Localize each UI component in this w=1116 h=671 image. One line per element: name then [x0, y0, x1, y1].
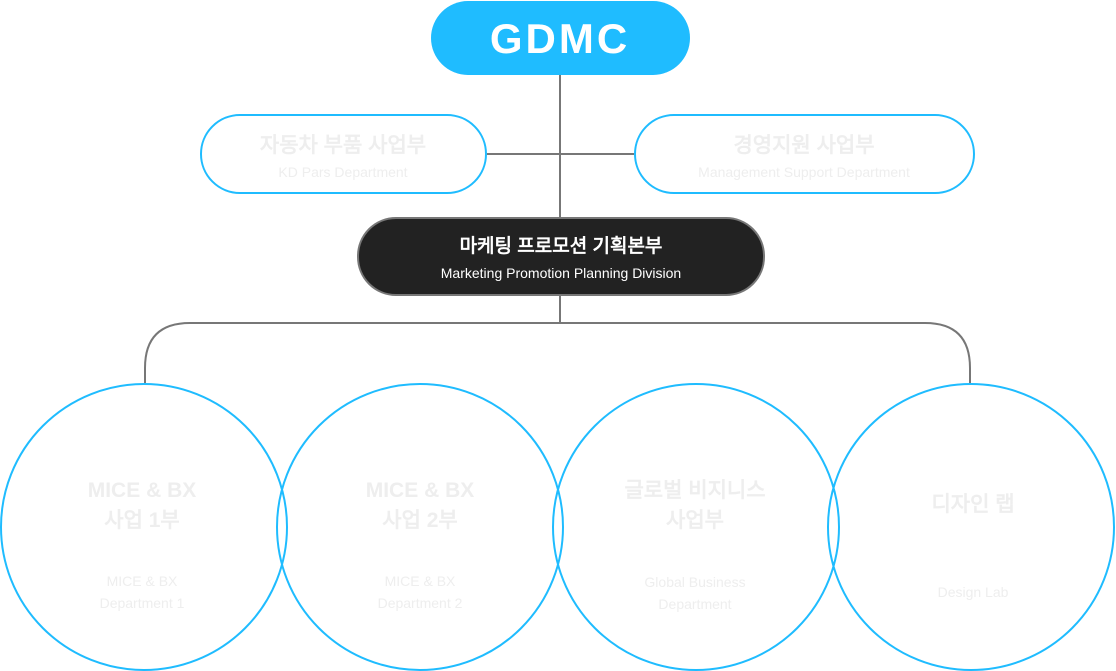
dept-1-subtitle-2: Department 1	[100, 595, 185, 611]
department-labels: MICE & BX 사업 1부 MICE & BX Department 1 M…	[88, 479, 1015, 612]
side-right-title: 경영지원 사업부	[733, 134, 874, 157]
dept-2-title: MICE & BX	[366, 479, 475, 502]
dept-3-circle[interactable]	[552, 383, 840, 671]
center-node[interactable]: 마케팅 프로모션 기획본부 Marketing Promotion Planni…	[357, 217, 765, 296]
dept-3-title-2: 사업부	[666, 509, 724, 532]
dept-1-circle[interactable]	[0, 383, 288, 671]
dept-3-subtitle: Global Business	[644, 574, 745, 590]
dept-1-title: MICE & BX	[88, 479, 197, 502]
connector-departments	[144, 322, 971, 383]
dept-3-title: 글로벌 비지니스	[624, 479, 765, 502]
dept-3-subtitle-2: Department	[658, 596, 731, 612]
root-label: GDMC	[490, 15, 630, 62]
dept-1-subtitle: MICE & BX	[107, 573, 178, 589]
dept-1-title-2: 사업 1부	[104, 509, 179, 532]
side-left-title: 자동차 부품 사업부	[260, 134, 426, 157]
dept-2-subtitle-2: Department 2	[378, 595, 463, 611]
dept-2-title-2: 사업 2부	[382, 509, 457, 532]
side-left-subtitle: KD Pars Department	[278, 164, 407, 180]
dept-2-subtitle: MICE & BX	[385, 573, 456, 589]
dept-4-title: 디자인 랩	[931, 493, 1014, 516]
side-node-left[interactable]: 자동차 부품 사업부 KD Pars Department	[200, 114, 487, 194]
dept-4-circle[interactable]	[827, 383, 1115, 671]
dept-4-subtitle: Design Lab	[938, 584, 1009, 600]
department-circles	[0, 383, 1115, 671]
center-subtitle: Marketing Promotion Planning Division	[441, 265, 681, 281]
side-right-subtitle: Management Support Department	[698, 164, 910, 180]
root-node[interactable]: GDMC	[431, 1, 690, 75]
center-title: 마케팅 프로모션 기획본부	[460, 235, 663, 257]
side-node-right[interactable]: 경영지원 사업부 Management Support Department	[634, 114, 975, 194]
dept-2-circle[interactable]	[276, 383, 564, 671]
